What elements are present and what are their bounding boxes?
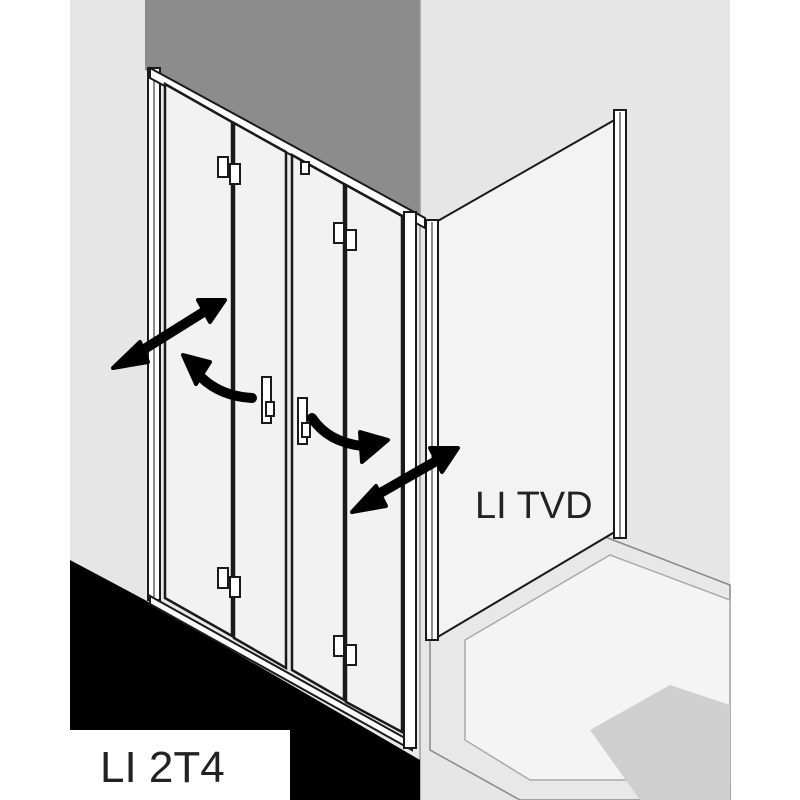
handles	[261, 376, 311, 445]
side-panel-label: LI TVD	[475, 485, 593, 527]
handle-right	[297, 397, 311, 445]
handle-left	[261, 376, 275, 424]
hinges	[217, 156, 357, 666]
double-arrow-icon	[111, 298, 227, 370]
top-rail	[149, 66, 426, 230]
hinge-top-right	[333, 222, 357, 251]
hinge-top-left	[217, 156, 241, 185]
door-panel-4	[344, 182, 404, 735]
door-model-label-box	[70, 730, 290, 800]
door-model-label: LI 2T4	[100, 743, 225, 792]
left-wall	[70, 0, 145, 600]
hinge-bottom-right	[333, 635, 357, 666]
shower-tray	[429, 534, 731, 800]
hinge-bottom-left	[217, 567, 241, 598]
side-panel	[425, 109, 627, 641]
curved-arrow-icon	[307, 413, 390, 464]
door-panel-2	[232, 120, 288, 671]
bottom-rail	[149, 594, 413, 752]
movement-arrows	[111, 298, 460, 514]
left-wall-profile	[147, 67, 161, 601]
double-arrow-icon	[350, 446, 460, 514]
door-stopper	[300, 161, 310, 175]
curved-arrow-icon	[181, 353, 257, 403]
back-wall-shadow	[145, 0, 420, 220]
